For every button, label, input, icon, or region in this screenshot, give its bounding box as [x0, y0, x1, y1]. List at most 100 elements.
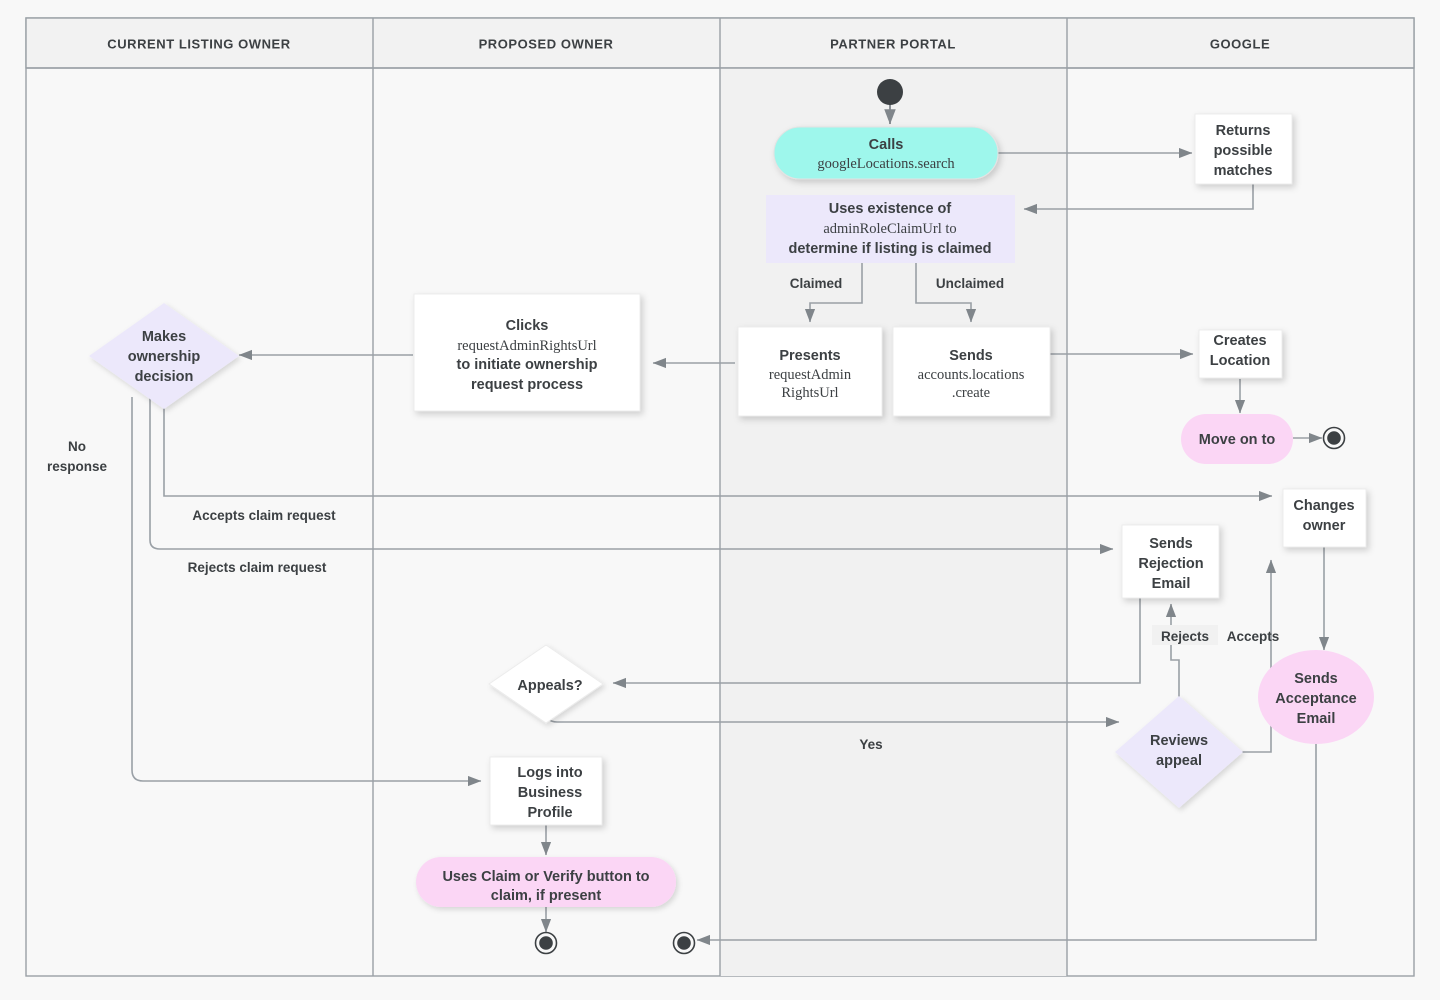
edge-labels: Claimed Unclaimed No response Accepts cl… [47, 276, 1279, 753]
svg-text:matches: matches [1214, 163, 1273, 179]
edge-label-rejects-claim-request: Rejects claim request [188, 560, 327, 575]
node-sends-rejection-email[interactable] [1121, 524, 1220, 599]
svg-text:Email: Email [1152, 576, 1191, 592]
edge-returns-to-uses [1023, 183, 1254, 215]
svg-text:to initiate ownership: to initiate ownership [457, 357, 598, 373]
edge-no-response [131, 397, 482, 787]
node-uses-claim-or-verify-button[interactable] [416, 857, 676, 907]
svg-text:Sends: Sends [949, 348, 993, 364]
node-reviews-appeal-text: Reviews appeal [1150, 733, 1208, 769]
lane-title-google: GOOGLE [1210, 36, 1270, 51]
node-creates-location[interactable] [1198, 329, 1283, 379]
svg-text:Changes: Changes [1293, 498, 1354, 514]
svg-text:Business: Business [518, 785, 582, 801]
node-changes-owner[interactable] [1282, 488, 1367, 548]
lane-header-proposed-owner: PROPOSED OWNER [479, 36, 614, 51]
svg-text:ownership: ownership [128, 349, 201, 365]
node-move-on-to[interactable] [1181, 414, 1293, 464]
edge-accepts-claim-request [163, 400, 1273, 502]
edge-label-claimed: Claimed [790, 276, 843, 291]
node-uses-claim-or-verify-button-text: Uses Claim or Verify button to claim, if… [442, 869, 649, 904]
svg-text:Presents: Presents [779, 348, 840, 364]
node-sends-accounts-locations-create[interactable] [892, 326, 1051, 417]
svg-text:Uses existence of: Uses existence of [829, 201, 952, 217]
node-sends-acceptance-email-text: Sends Acceptance Email [1275, 671, 1356, 727]
edge-uses-to-sends-create [915, 263, 977, 323]
lane-title-proposed-owner: PROPOSED OWNER [479, 36, 614, 51]
node-sends-acceptance-email[interactable] [1258, 650, 1374, 744]
node-appeals-text: Appeals? [517, 678, 582, 694]
svg-text:Location: Location [1210, 353, 1270, 369]
svg-text:Makes: Makes [142, 329, 186, 345]
svg-text:googleLocations.search: googleLocations.search [817, 156, 955, 172]
svg-text:Logs into: Logs into [517, 765, 582, 781]
svg-text:determine if listing is claime: determine if listing is claimed [788, 241, 991, 257]
node-clicks-requestadminrightsurl[interactable] [413, 293, 641, 412]
node-creates-location-text: Creates Location [1210, 333, 1270, 369]
node-returns-possible-matches[interactable] [1194, 113, 1293, 185]
edge-label-unclaimed: Unclaimed [936, 276, 1004, 291]
edge-label-accepts-claim-request: Accepts claim request [192, 508, 336, 523]
svg-text:Email: Email [1297, 711, 1336, 727]
node-clicks-requestadminrightsurl-text: Clicks requestAdminRightsUrl to initiate… [457, 318, 598, 393]
svg-text:Returns: Returns [1216, 123, 1271, 139]
svg-text:Sends: Sends [1149, 536, 1193, 552]
node-end-dot-proposed-owner[interactable] [534, 931, 558, 955]
svg-text:claim, if present: claim, if present [491, 888, 602, 904]
lane-title-current-listing-owner: CURRENT LISTING OWNER [107, 36, 290, 51]
node-changes-owner-text: Changes owner [1293, 498, 1354, 534]
svg-text:possible: possible [1214, 143, 1273, 159]
svg-text:Reviews: Reviews [1150, 733, 1208, 749]
svg-text:adminRoleClaimUrl to: adminRoleClaimUrl to [823, 221, 956, 237]
node-end-dot-partner-portal[interactable] [672, 931, 696, 955]
node-presents-requestadminrightsurl-text: Presents requestAdmin RightsUrl [769, 348, 852, 401]
node-presents-requestadminrightsurl[interactable] [737, 326, 883, 417]
svg-text:Profile: Profile [527, 805, 572, 821]
node-uses-existence-adminroleclaimurl-text: Uses existence of adminRoleClaimUrl to d… [788, 201, 991, 257]
node-uses-existence-adminroleclaimurl[interactable] [766, 195, 1015, 263]
node-makes-ownership-decision-text: Makes ownership decision [128, 329, 201, 385]
node-appeals[interactable] [488, 644, 604, 724]
svg-text:.create: .create [952, 385, 990, 401]
edge-label-rejects: Rejects [1161, 629, 1209, 644]
svg-text:Rejection: Rejection [1138, 556, 1203, 572]
lane-header-partner-portal: PARTNER PORTAL [830, 36, 956, 51]
svg-text:Uses Claim or Verify button to: Uses Claim or Verify button to [442, 869, 649, 885]
node-logs-into-business-profile-text: Logs into Business Profile [517, 765, 582, 821]
svg-text:accounts.locations: accounts.locations [918, 367, 1025, 383]
lane-header-current-listing-owner: CURRENT LISTING OWNER [107, 36, 290, 51]
svg-text:Creates: Creates [1213, 333, 1266, 349]
svg-text:Calls: Calls [869, 137, 904, 153]
node-end-dot-google[interactable] [1322, 426, 1346, 450]
svg-text:decision: decision [135, 369, 194, 385]
node-reviews-appeal[interactable] [1115, 696, 1243, 808]
node-calls-googlelocations-search[interactable] [773, 126, 999, 180]
node-calls-googlelocations-search-text: Calls googleLocations.search [817, 137, 955, 172]
lane-title-partner-portal: PARTNER PORTAL [830, 36, 956, 51]
svg-text:owner: owner [1303, 518, 1346, 534]
edge-uses-to-presents [804, 263, 863, 323]
svg-text:requestAdminRightsUrl: requestAdminRightsUrl [457, 338, 596, 354]
svg-text:request process: request process [471, 377, 583, 393]
lane-header-google: GOOGLE [1210, 36, 1270, 51]
node-start-dot[interactable] [877, 79, 903, 105]
svg-text:appeal: appeal [1156, 753, 1202, 769]
svg-text:response: response [47, 459, 108, 474]
edge-label-yes: Yes [859, 737, 882, 752]
swimlane-grid [25, 17, 1415, 977]
svg-text:No: No [68, 439, 86, 454]
node-sends-rejection-email-text: Sends Rejection Email [1138, 536, 1203, 592]
svg-text:Sends: Sends [1294, 671, 1338, 687]
node-move-on-to-text: Move on to [1199, 432, 1276, 448]
node-logs-into-business-profile[interactable] [489, 756, 603, 826]
edge-acceptance-to-end-partner [696, 736, 1317, 946]
svg-text:RightsUrl: RightsUrl [781, 385, 838, 401]
connectors [131, 103, 1330, 946]
node-makes-ownership-decision[interactable] [89, 303, 239, 409]
edge-label-accepts: Accepts [1227, 629, 1280, 644]
svg-text:Acceptance: Acceptance [1275, 691, 1356, 707]
edge-rejects-claim-request [149, 397, 1114, 555]
edge-rejection-to-appeals [612, 597, 1141, 689]
